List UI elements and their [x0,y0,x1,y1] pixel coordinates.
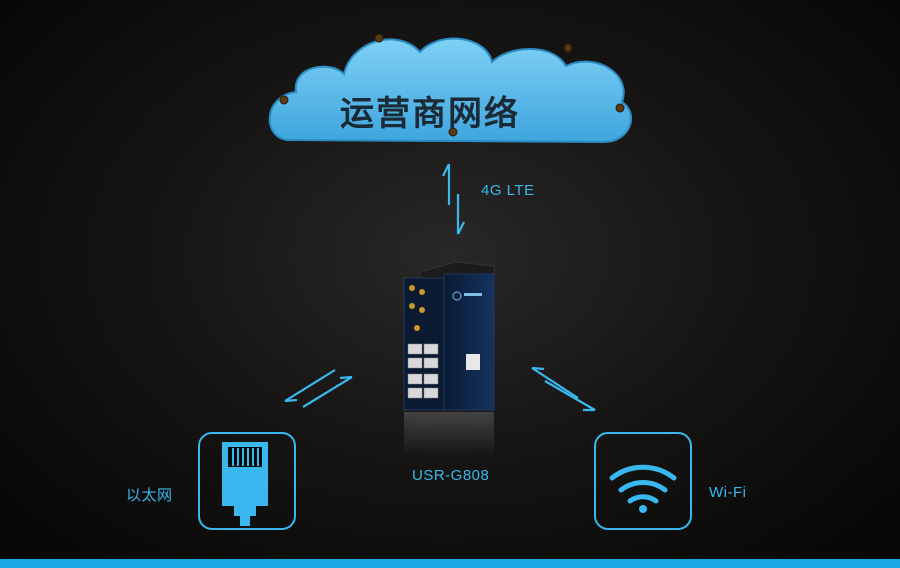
bottom-accent-bar [0,559,900,568]
qr-label [466,354,480,370]
wifi-label: Wi-Fi [709,484,747,501]
antenna-connectors [409,285,425,331]
ethernet-label: 以太网 [126,487,173,504]
wifi-link-arrows [531,366,596,412]
router-front-panel [443,273,495,411]
lte-link-label: 4G LTE [481,182,535,199]
router-reflection [404,412,494,456]
wifi-icon-frame [594,432,692,530]
lte-link-arrows [442,163,465,235]
ethernet-icon-frame [198,432,296,530]
cloud-screws [279,33,625,137]
ethernet-link-arrows [284,369,353,408]
ethernet-ports [407,343,439,399]
cloud-shape [268,37,633,144]
carrier-cloud [268,33,633,144]
router-device [403,261,495,456]
cloud-title: 运营商网络 [340,94,520,134]
device-logo-icon [452,291,482,301]
ethernet-plug-icon [222,442,268,526]
wifi-icon [609,464,677,513]
device-name: USR-G808 [412,467,490,484]
